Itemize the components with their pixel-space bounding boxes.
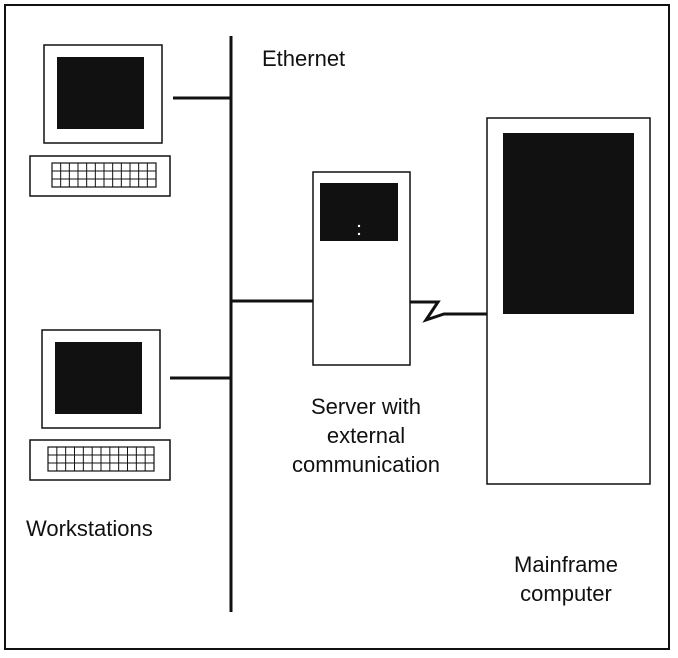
workstation-top-screen: [57, 57, 144, 129]
server-indicator: [357, 224, 361, 228]
server-label-line-1: Server with: [310, 394, 422, 419]
keyboard-icon: [51, 162, 157, 188]
mainframe-icon: [486, 117, 651, 485]
workstation-bottom: [29, 329, 231, 481]
workstation-bottom-screen: [55, 342, 142, 414]
mainframe-label-line-1: Mainframe: [514, 552, 618, 577]
mainframe-label: Mainframe computer: [486, 550, 646, 608]
server-label: Server with external communication: [266, 392, 466, 479]
mainframe-label-line-2: computer: [520, 581, 612, 606]
workstation-top: [29, 44, 231, 197]
server-label-line-3: communication: [292, 452, 440, 477]
server-display: [320, 183, 398, 241]
ethernet-label: Ethernet: [262, 46, 346, 71]
external-communication-link: [410, 300, 488, 323]
server-indicator: [357, 232, 361, 236]
workstations-label: Workstations: [26, 516, 153, 541]
keyboard-icon: [47, 446, 155, 472]
server-icon: [231, 171, 411, 366]
mainframe-panel: [503, 133, 634, 314]
server-label-line-2: external: [326, 423, 406, 448]
